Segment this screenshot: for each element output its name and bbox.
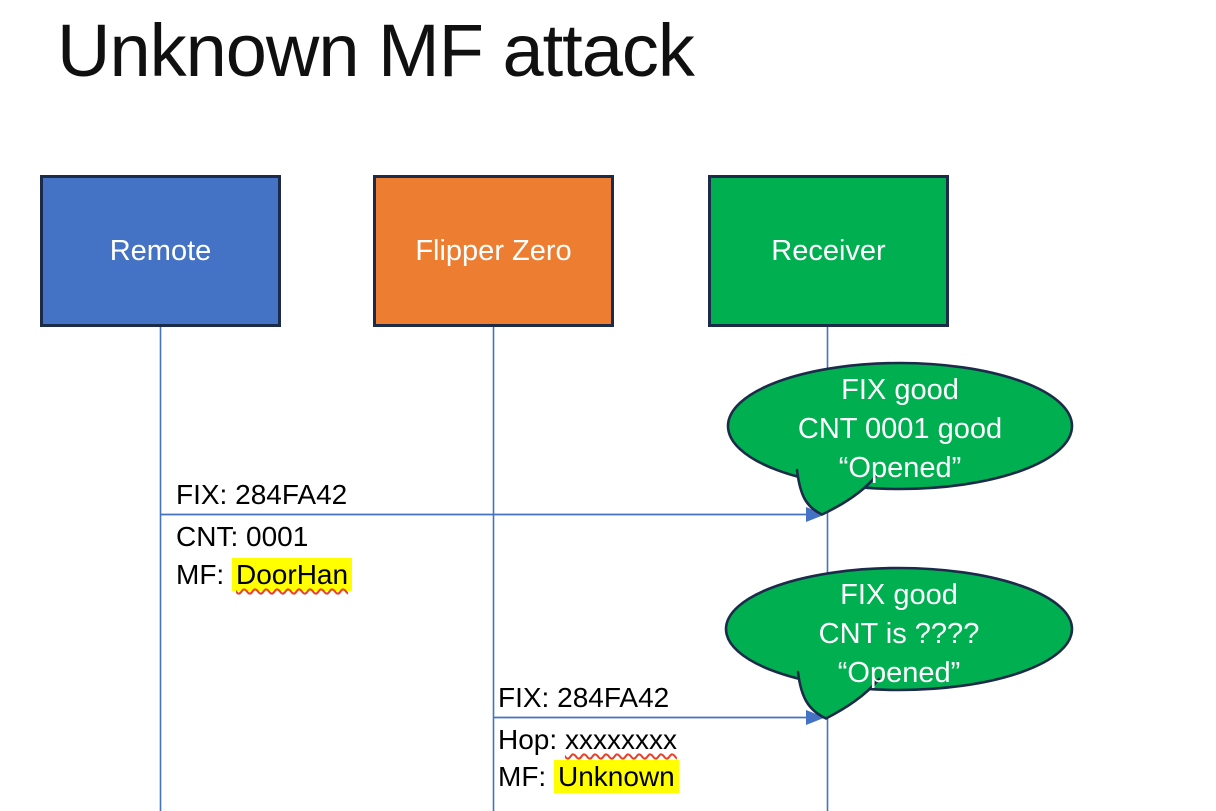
callout-1-oval (726, 361, 1074, 491)
message-2-hop-prefix: Hop: (498, 724, 565, 755)
message-2-hop-value-squiggled: xxxxxxxx (564, 724, 677, 755)
message-1-label-cnt: CNT: 0001 (176, 518, 352, 556)
actor-receiver-label: Receiver (771, 234, 886, 267)
message-2-arrowhead (806, 710, 825, 725)
callout-2-text: FIX good CNT is ???? “Opened” (734, 576, 1064, 693)
actor-flipper-label: Flipper Zero (415, 234, 572, 267)
message-2-label-hop: Hop: xxxxxxxx (498, 721, 679, 758)
actor-box-receiver: Receiver (708, 175, 949, 327)
callout-1-line-1: FIX good (841, 374, 959, 406)
callout-2-oval (724, 566, 1074, 692)
message-1-mf-value-highlighted: DoorHan (232, 558, 353, 591)
callout-1-line-3: “Opened” (838, 452, 962, 484)
actor-box-flipper-zero: Flipper Zero (373, 175, 614, 327)
message-1-label-fix: FIX: 284FA42 (176, 479, 348, 510)
slide-title: Unknown MF attack (57, 9, 695, 92)
callout-2-line-1: FIX good (840, 579, 958, 611)
message-1-mf-prefix: MF: (176, 559, 232, 590)
message-2-label-mf: MF: Unknown (498, 758, 679, 795)
message-2-label-fix: FIX: 284FA42 (498, 682, 670, 713)
message-2-mf-prefix: MF: (498, 761, 554, 792)
message-2-mf-value-highlighted: Unknown (554, 760, 679, 793)
callout-2-tail (796, 670, 881, 720)
callout-bubble-1 (726, 361, 1074, 516)
callout-1-text: FIX good CNT 0001 good “Opened” (734, 371, 1066, 488)
actor-remote-label: Remote (109, 234, 212, 267)
message-2-labels-below: Hop: xxxxxxxx MF: Unknown (498, 721, 679, 795)
message-1-label-mf: MF: DoorHan (176, 556, 353, 594)
actor-box-remote: Remote (40, 175, 281, 327)
callout-bubble-2 (724, 566, 1074, 720)
callout-1-tail (795, 468, 878, 516)
message-1-cnt-prefix: CNT: (176, 521, 246, 552)
message-1-arrowhead (806, 507, 825, 522)
message-1-cnt-value: 0001 (246, 521, 309, 552)
callout-2-line-2: CNT is ???? (818, 618, 980, 650)
message-1-labels-below: CNT: 0001 MF: DoorHan (176, 518, 353, 594)
callout-2-line-3: “Opened” (837, 657, 961, 689)
callout-1-line-2: CNT 0001 good (797, 413, 1003, 445)
